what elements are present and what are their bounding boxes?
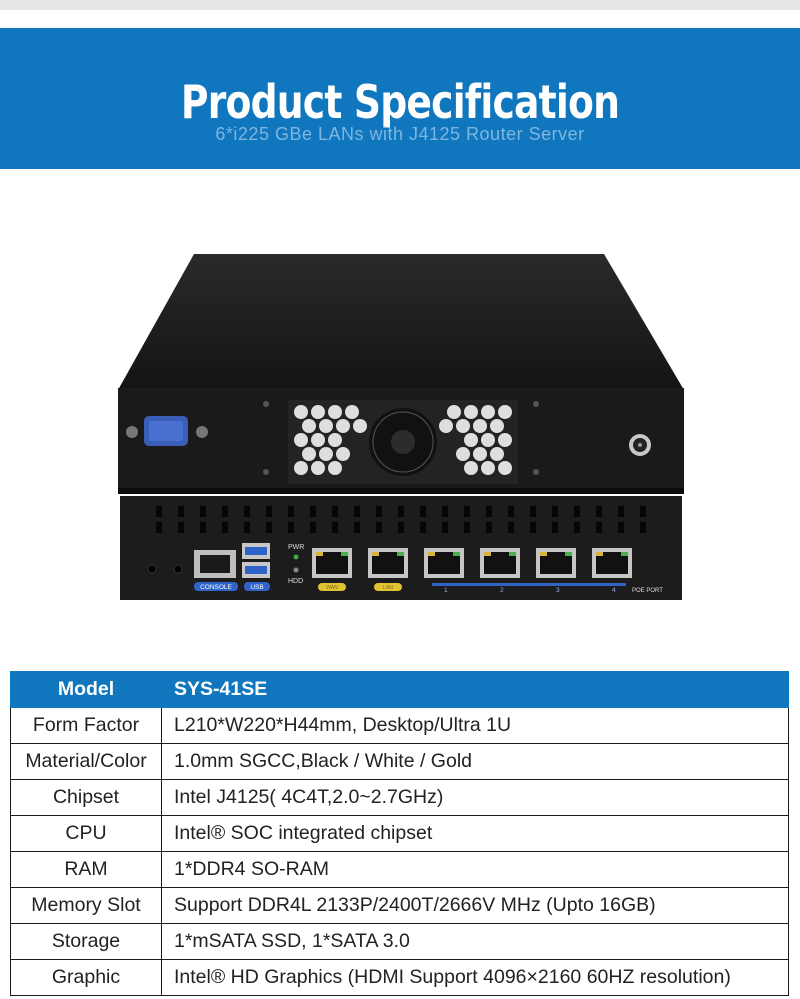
spec-value: 1.0mm SGCC,Black / White / Gold	[161, 743, 789, 780]
product-image: CONSOLE USB PWR HDD WAN	[118, 252, 684, 602]
spec-key: RAM	[10, 851, 162, 888]
spec-header-row: Model SYS-41SE	[10, 671, 789, 708]
spec-value: Support DDR4L 2133P/2400T/2666V MHz (Upt…	[161, 887, 789, 924]
wan-label: WAN	[326, 585, 338, 591]
poe-number-1: 1	[444, 587, 448, 594]
page-title: Product Specification	[180, 75, 620, 129]
spec-key: Form Factor	[10, 707, 162, 744]
pwr-led	[293, 554, 299, 560]
spec-key: Memory Slot	[10, 887, 162, 924]
dc-power-jack	[629, 434, 651, 456]
hdd-label: HDD	[288, 578, 303, 585]
spec-value: 1*DDR4 SO-RAM	[161, 851, 789, 888]
wan-port: WAN	[312, 548, 352, 591]
spec-value: 1*mSATA SSD, 1*SATA 3.0	[161, 923, 789, 960]
device-lid	[118, 254, 684, 390]
lan-label: LAN	[383, 585, 393, 591]
poe-port-label: POE PORT	[632, 588, 663, 594]
spec-header-key: Model	[10, 671, 162, 708]
fan-grill	[288, 400, 518, 484]
console-port: CONSOLE	[194, 550, 238, 591]
pwr-label: PWR	[288, 544, 304, 551]
lan-port: LAN	[368, 548, 408, 591]
top-strip	[0, 0, 800, 10]
hdd-led	[293, 567, 299, 573]
usb-label: USB	[250, 584, 263, 591]
spec-key: Storage	[10, 923, 162, 960]
spec-key: Material/Color	[10, 743, 162, 780]
spec-row: Storage 1*mSATA SSD, 1*SATA 3.0	[10, 923, 789, 960]
page-subtitle: 6*i225 GBe LANs with J4125 Router Server	[215, 124, 585, 144]
router-device-illustration: CONSOLE USB PWR HDD WAN	[118, 254, 684, 600]
header-banner: Product Specification 6*i225 GBe LANs wi…	[0, 28, 800, 169]
spec-row: RAM 1*DDR4 SO-RAM	[10, 851, 789, 888]
spec-row: Chipset Intel J4125( 4C4T,2.0~2.7GHz)	[10, 779, 789, 816]
spec-key: CPU	[10, 815, 162, 852]
spec-key: Chipset	[10, 779, 162, 816]
vga-port	[126, 416, 208, 446]
poe-number-4: 4	[612, 587, 616, 594]
fan-hex-holes	[294, 405, 512, 475]
vent-slots	[156, 506, 646, 533]
spec-table: Model SYS-41SE Form Factor L210*W220*H44…	[10, 671, 789, 996]
spec-row: Graphic Intel® HD Graphics (HDMI Support…	[10, 959, 789, 996]
spec-row: CPU Intel® SOC integrated chipset	[10, 815, 789, 852]
spec-row: Memory Slot Support DDR4L 2133P/2400T/26…	[10, 887, 789, 924]
poe-ports: 1 2 3 4 POE PORT	[424, 548, 663, 594]
spec-value: Intel® HD Graphics (HDMI Support 4096×21…	[161, 959, 789, 996]
poe-number-3: 3	[556, 587, 560, 594]
spec-value: Intel® SOC integrated chipset	[161, 815, 789, 852]
poe-number-2: 2	[500, 587, 504, 594]
spec-row: Material/Color 1.0mm SGCC,Black / White …	[10, 743, 789, 780]
spec-value: L210*W220*H44mm, Desktop/Ultra 1U	[161, 707, 789, 744]
usb-ports: USB	[242, 543, 270, 591]
reset-button	[147, 564, 157, 574]
spec-header-value: SYS-41SE	[161, 671, 789, 708]
spec-value: Intel J4125( 4C4T,2.0~2.7GHz)	[161, 779, 789, 816]
console-label: CONSOLE	[200, 584, 232, 591]
spec-row: Form Factor L210*W220*H44mm, Desktop/Ult…	[10, 707, 789, 744]
spec-key: Graphic	[10, 959, 162, 996]
